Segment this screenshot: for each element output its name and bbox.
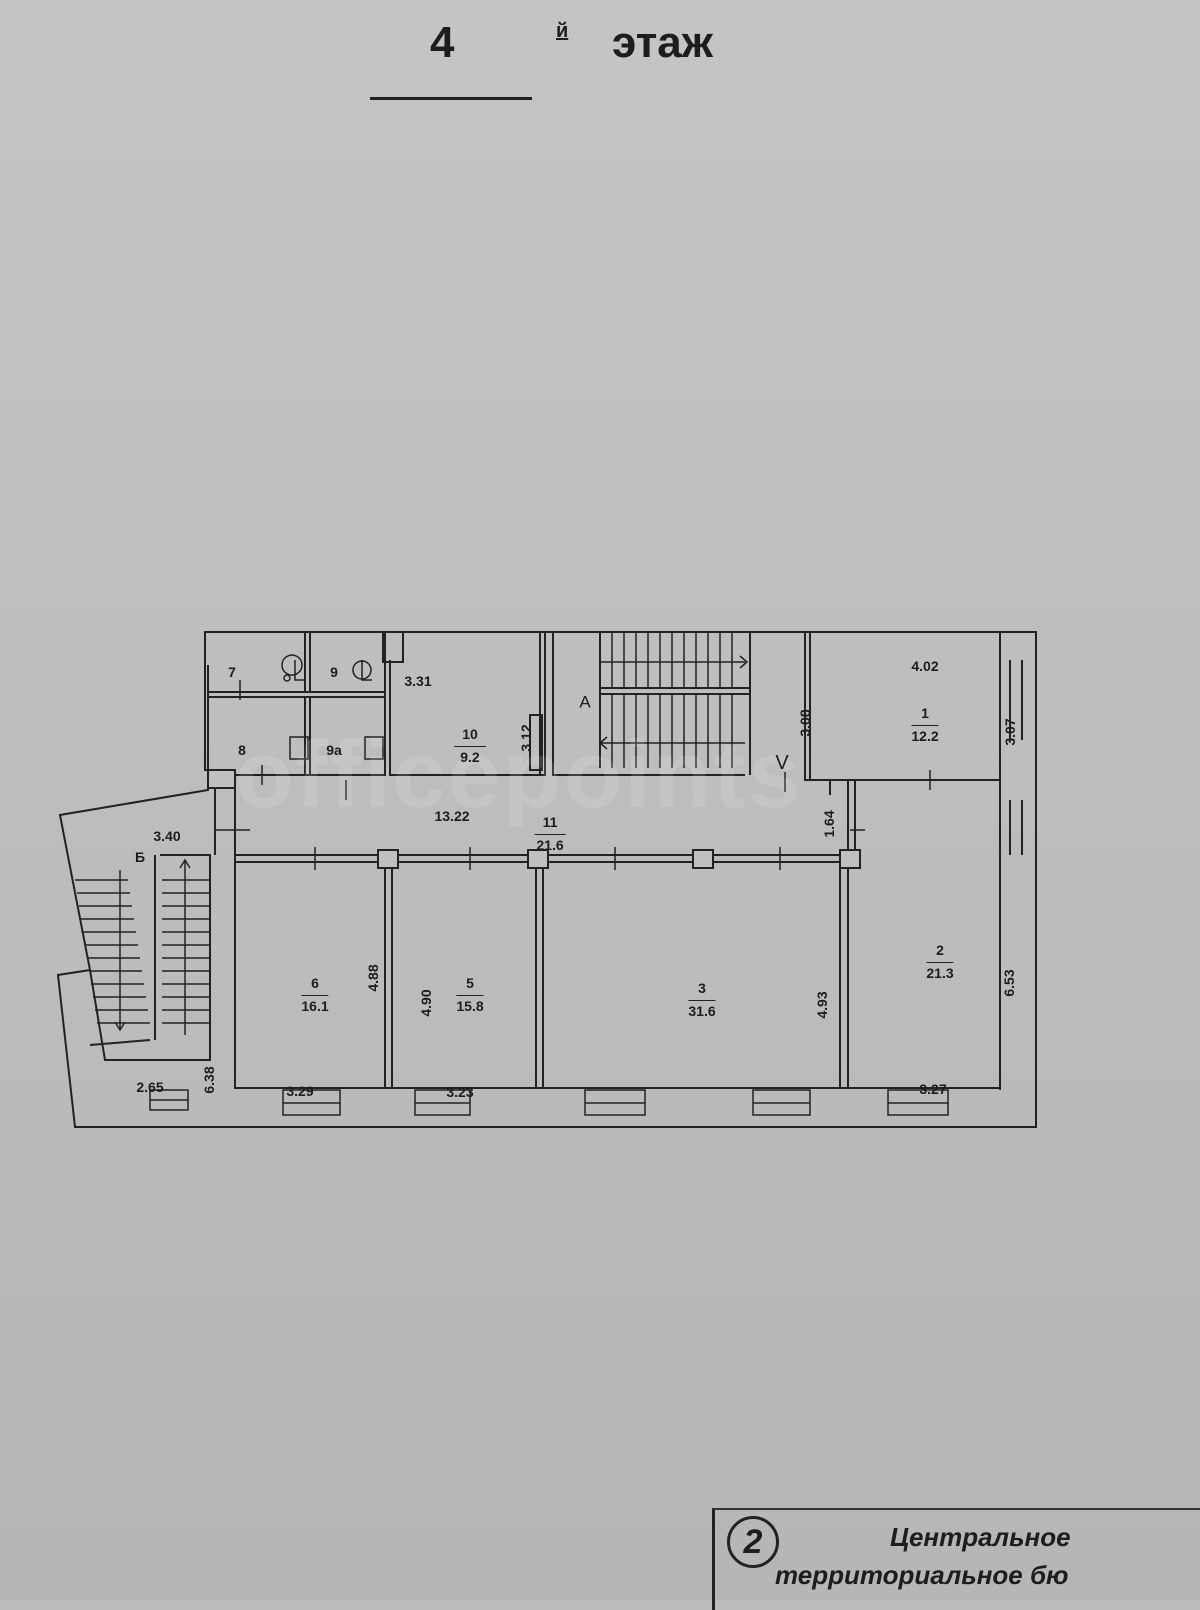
stair-a-walls bbox=[552, 632, 831, 795]
wall-niche bbox=[529, 714, 543, 771]
stair-v-label: V bbox=[775, 752, 789, 774]
bti-stamp: 2 Центральное территориальное бю bbox=[712, 1508, 1200, 1610]
stamp-number: 2 bbox=[727, 1516, 779, 1568]
room-9a-label: 9а bbox=[326, 742, 342, 758]
stair-a-steps bbox=[598, 632, 749, 768]
room-5-dim-height: 4.90 bbox=[418, 989, 434, 1017]
watermark: officepoints bbox=[235, 721, 803, 828]
floor-word: этаж bbox=[612, 18, 713, 67]
title-underline bbox=[370, 97, 532, 100]
room-10-dim-height: 3.12 bbox=[518, 724, 534, 752]
column bbox=[382, 631, 404, 663]
room-1-walls bbox=[809, 632, 1023, 1090]
stair-a-dim: 3.08 bbox=[797, 709, 813, 737]
room-10-walls bbox=[389, 632, 546, 776]
toilet-walls bbox=[207, 632, 386, 776]
floor-suffix: й bbox=[556, 20, 569, 42]
room-3-dim-height: 4.93 bbox=[814, 991, 830, 1019]
room-1-dim-width: 4.02 bbox=[911, 658, 939, 674]
stamp-line-2: территориальное бю bbox=[775, 1560, 1069, 1590]
room-8-label: 8 bbox=[238, 742, 246, 758]
floor-number: 4 bbox=[430, 18, 455, 67]
room-9-label: 9 bbox=[330, 664, 338, 680]
room-11-dim-width: 1.64 bbox=[821, 810, 837, 838]
stair-b-walls bbox=[89, 854, 211, 1061]
stair-b-steps bbox=[75, 858, 210, 1035]
stair-b-label: Б bbox=[134, 849, 146, 865]
room-10-dim-width: 3.31 bbox=[404, 673, 432, 689]
toilet-fixtures bbox=[281, 654, 384, 760]
stair-b-dim-bottom: 2.65 bbox=[136, 1079, 164, 1095]
room-2-dim-width: 3.27 bbox=[919, 1081, 947, 1097]
room-6-dim-height: 4.88 bbox=[365, 964, 381, 992]
room-5-dim-width: 3.23 bbox=[446, 1084, 474, 1100]
door-marks bbox=[215, 680, 931, 870]
room-2-dim-height: 6.53 bbox=[1001, 969, 1017, 997]
room-7-label: 7 bbox=[228, 664, 236, 680]
stair-b-dim-width: 3.40 bbox=[153, 828, 181, 844]
stamp-line-1: Центральное bbox=[890, 1522, 1071, 1552]
partition-walls bbox=[214, 775, 544, 1088]
columns bbox=[207, 769, 861, 869]
stair-a-label: А bbox=[579, 692, 591, 712]
room-11-dim-length: 13.22 bbox=[434, 808, 470, 824]
stair-b-dim-height: 6.38 bbox=[201, 1066, 217, 1094]
windows bbox=[149, 1089, 949, 1116]
room-6-dim-width: 3.29 bbox=[286, 1083, 314, 1099]
room-1-dim-height: 3.07 bbox=[1002, 718, 1018, 746]
